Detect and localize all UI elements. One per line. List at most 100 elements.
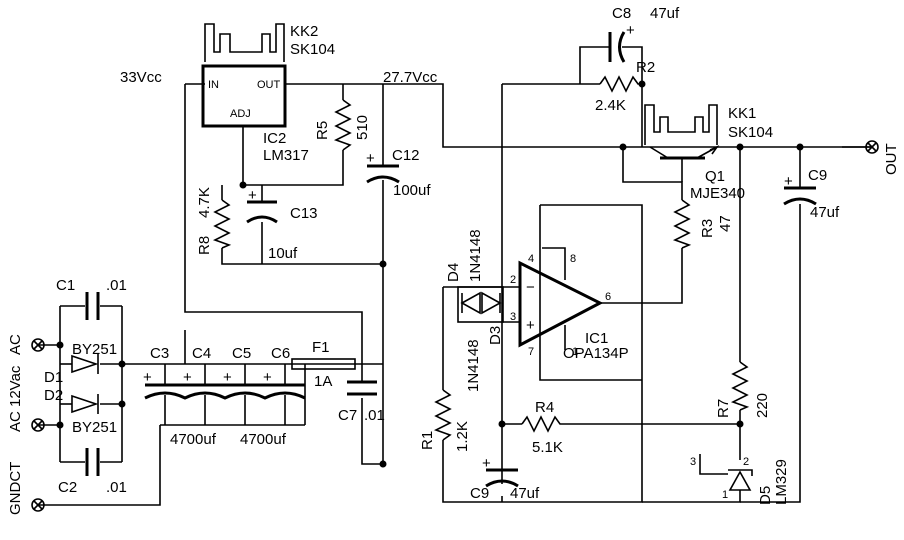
resistor-r4: R7 220 <box>715 361 771 418</box>
rail-33v-label: 33Vcc <box>120 69 162 86</box>
diode-d2: D2 BY251 <box>44 387 117 436</box>
bulk-cap-value-1: 4700uf <box>170 431 217 448</box>
resistor-r2: R2 2.4K <box>595 59 655 114</box>
transistor-q1-ref: Q1 <box>705 168 725 185</box>
resistor-r2-ref: R2 <box>636 59 655 76</box>
regulator-part: LM317 <box>263 147 309 164</box>
terminal-ac2-label: AC <box>7 411 24 432</box>
resistor-r2-value: 2.4K <box>595 97 626 114</box>
resistor-r3-value: 47 <box>717 215 734 232</box>
c3-polarity: + <box>143 369 152 386</box>
diode-d5-pin1: 1 <box>722 489 728 501</box>
diode-d1-ref: D1 <box>44 369 63 386</box>
ac-voltage-label: 12Vac <box>7 365 24 407</box>
capacitor-c8-value: 47uf <box>650 5 680 22</box>
heatsink-kk2-ref: KK2 <box>290 23 318 40</box>
capacitor-c6-ref: C6 <box>271 345 290 362</box>
transistor-q1-part: MJE340 <box>690 185 745 202</box>
capacitor-c1-value: .01 <box>106 277 127 294</box>
terminal-ac1-label: AC <box>7 334 24 355</box>
heatsink-kk2-part: SK104 <box>290 41 335 58</box>
opamp-part: OPA134P <box>563 345 629 362</box>
regulator-pin-adj: ADJ <box>230 108 251 120</box>
diode-d1: BY251 D1 <box>44 341 117 386</box>
opamp-ref: IC1 <box>585 330 608 347</box>
opamp-pin8: 8 <box>570 253 576 265</box>
resistor-r1-ref: R1 <box>419 431 436 450</box>
capacitor-c8-ref: C8 <box>612 5 631 22</box>
resistor-r3-ref: R3 <box>699 219 716 238</box>
resistor-r4-value: 220 <box>754 393 771 418</box>
opamp-pin7: 7 <box>528 346 534 358</box>
fuse-f1-ref: F1 <box>312 339 330 356</box>
regulator-pin-out: OUT <box>257 79 281 91</box>
diode-d5-ref: D5 <box>757 486 774 505</box>
diode-d5-pin2: 2 <box>743 456 749 468</box>
resistor-r3: R3 47 <box>672 199 734 249</box>
capacitor-c5-ref: C5 <box>232 345 251 362</box>
resistor-r5: R4 5.1K <box>521 399 565 456</box>
resistor-r8-ref: R8 <box>196 236 213 255</box>
capacitor-c13: + C13 10uf <box>246 187 318 262</box>
capacitor-c1-ref: C1 <box>56 277 75 294</box>
capacitor-c8: + C8 47uf <box>608 5 680 63</box>
opamp-pin6: 6 <box>605 291 611 303</box>
capacitor-c10: + C9 47uf <box>783 167 840 221</box>
capacitor-c8-polarity: + <box>626 22 635 39</box>
diode-d4-ref: D4 <box>445 263 462 282</box>
capacitor-c2-ref: C2 <box>58 479 77 496</box>
heatsink-kk1-part: SK104 <box>728 124 773 141</box>
diode-d2-ref: D2 <box>44 387 63 404</box>
terminal-gndct: GNDCT <box>7 462 45 515</box>
c4-polarity: + <box>183 369 192 386</box>
resistor-r7-ref: R5 <box>314 121 331 140</box>
terminal-gndct-label: GNDCT <box>7 462 24 515</box>
terminal-ac2: AC <box>7 411 45 432</box>
opamp-pin3: 3 <box>510 311 516 323</box>
opamp-minus: − <box>526 279 535 296</box>
capacitor-c13-value: 10uf <box>268 245 298 262</box>
transistor-q1: KK1 SK104 Q1 MJE340 <box>644 104 773 202</box>
diode-d5-pin3: 3 <box>690 456 696 468</box>
capacitor-c12-ref: C12 <box>392 147 420 164</box>
capacitor-c4-ref: C4 <box>192 345 211 362</box>
opamp-plus: + <box>526 317 535 334</box>
resistor-r1: R1 1.2K <box>419 389 471 452</box>
regulator-ref: IC2 <box>263 130 286 147</box>
capacitor-c7: C7 .01 <box>338 380 385 424</box>
regulator-pin-in: IN <box>208 79 219 91</box>
heatsink-kk1-icon <box>644 104 718 145</box>
rail-27v-label: 27.7Vcc <box>383 69 438 86</box>
terminal-ac1: AC <box>7 334 45 355</box>
capacitor-c13-ref: C13 <box>290 205 318 222</box>
diode-d1-part: BY251 <box>72 341 117 358</box>
capacitor-c9: + C9 47uf <box>470 455 540 502</box>
junction-dots <box>56 80 804 468</box>
capacitor-c10-polarity: + <box>784 173 793 190</box>
capacitor-c2-value: .01 <box>106 479 127 496</box>
opamp-pin1: 1 <box>572 346 578 358</box>
resistor-r8-value: 4.7K <box>196 187 213 218</box>
opamp-pin2: 2 <box>510 274 516 286</box>
capacitor-c12: + C12 100uf <box>366 147 431 199</box>
capacitor-c7-ref: C7 <box>338 407 357 424</box>
heatsink-kk1-ref: KK1 <box>728 105 756 122</box>
resistor-r4-ref: R7 <box>715 399 732 418</box>
capacitor-c12-polarity: + <box>366 150 375 167</box>
terminal-out: OUT <box>865 140 900 175</box>
resistor-r8: 4.7K R8 <box>196 187 232 255</box>
c5-polarity: + <box>223 369 232 386</box>
capacitor-c9-polarity: + <box>482 455 491 472</box>
capacitor-c9-value: 47uf <box>510 485 540 502</box>
capacitor-c1: C1 .01 <box>56 277 127 320</box>
diode-d3-ref: D3 <box>487 326 504 345</box>
bulk-capacitors: + + + + C3 C4 C5 C6 4700uf 4700uf <box>143 345 306 448</box>
fuse-f1-value: 1A <box>314 373 332 390</box>
resistor-r7: R5 510 <box>314 99 371 151</box>
resistor-r5-value: 5.1K <box>532 439 563 456</box>
heatsink-kk2-icon <box>204 23 285 62</box>
opamp-ic1: 2 3 4 8 6 7 1 − + IC1 OPA134P <box>510 253 629 362</box>
wires <box>38 46 872 506</box>
diode-pair-d3-d4: D4 1N4148 D3 1N4148 <box>445 229 504 392</box>
diode-d2-part: BY251 <box>72 419 117 436</box>
